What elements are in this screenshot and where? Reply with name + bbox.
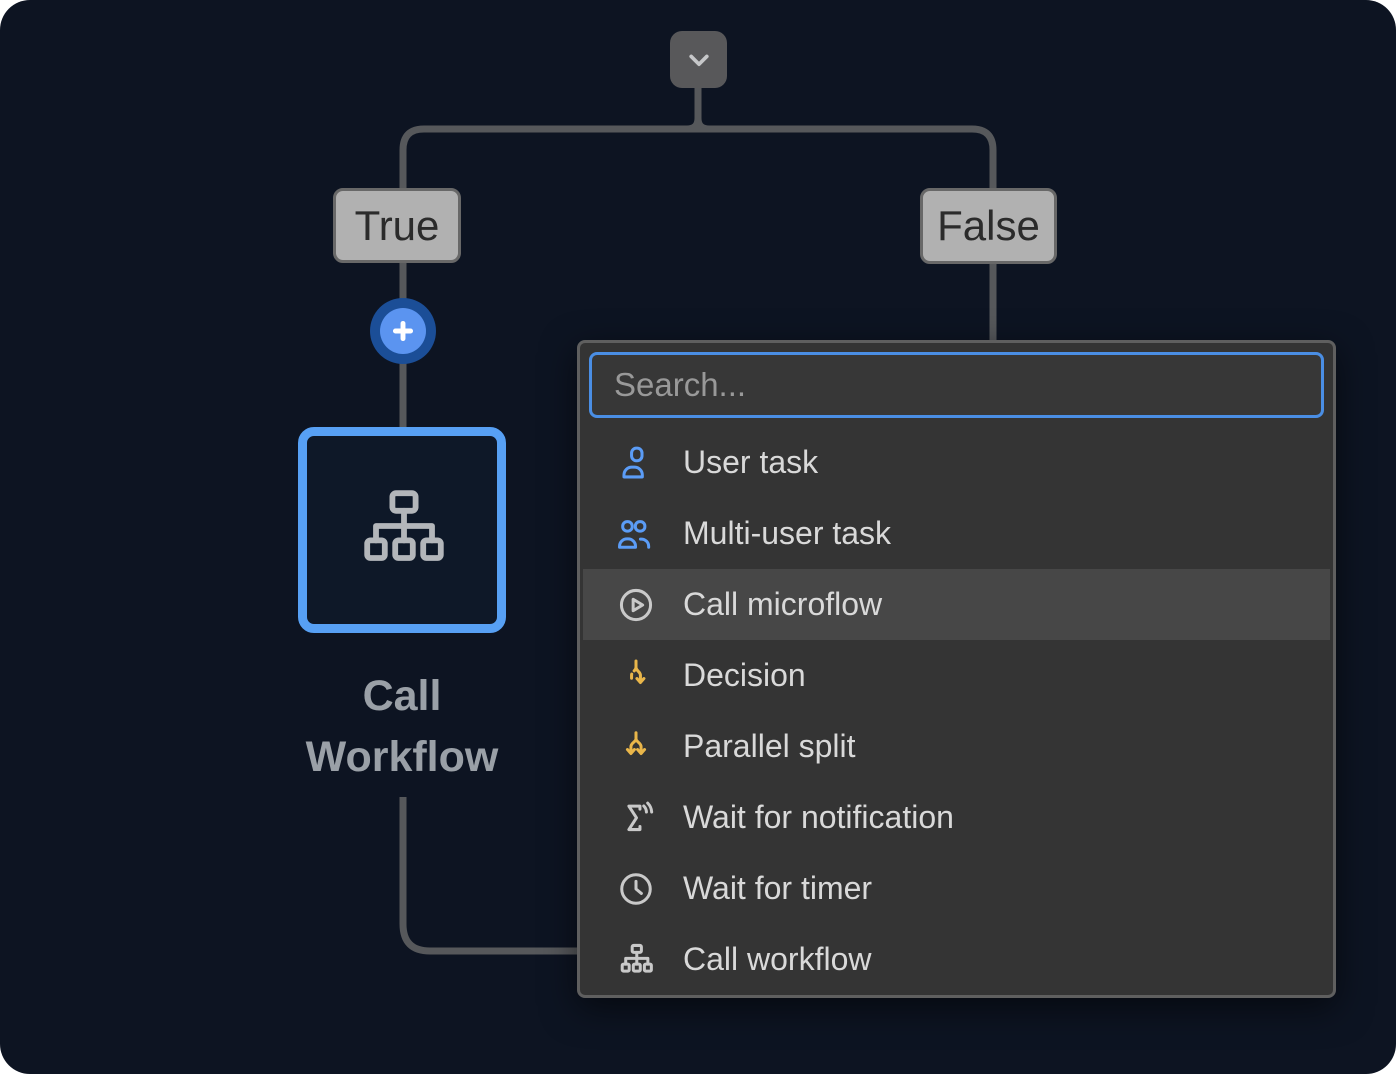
menu-item-label: Call workflow bbox=[683, 941, 872, 977]
node-caption-text: Call Workflow bbox=[305, 672, 499, 781]
menu-item-label: Wait for notification bbox=[683, 799, 954, 835]
menu-item-wait-for-timer[interactable]: Wait for timer bbox=[583, 853, 1330, 924]
insert-activity-button[interactable] bbox=[370, 298, 436, 364]
hourglass-notification-icon bbox=[617, 799, 655, 837]
chevron-down-icon bbox=[688, 54, 709, 66]
org-chart-icon bbox=[364, 490, 444, 561]
decision-node-button[interactable] bbox=[670, 31, 727, 88]
menu-item-label: Call microflow bbox=[683, 586, 883, 622]
multi-user-icon bbox=[617, 515, 655, 553]
clock-icon bbox=[617, 870, 655, 908]
plus-icon bbox=[392, 320, 414, 342]
branch-tee-line bbox=[399, 125, 997, 430]
menu-item-call-microflow[interactable]: Call microflow bbox=[583, 569, 1330, 640]
call-workflow-node[interactable] bbox=[298, 427, 506, 633]
menu-item-label: Wait for timer bbox=[683, 870, 873, 906]
decision-split-icon bbox=[617, 657, 655, 695]
menu-item-wait-for-notification[interactable]: Wait for notification bbox=[583, 782, 1330, 853]
menu-item-call-workflow[interactable]: Call workflow bbox=[583, 924, 1330, 995]
user-icon bbox=[617, 444, 655, 482]
search-input[interactable] bbox=[592, 355, 1321, 415]
node-outgoing-line bbox=[399, 797, 590, 955]
path-label-false[interactable]: False bbox=[920, 188, 1057, 264]
parallel-split-icon bbox=[617, 728, 655, 766]
menu-search-box bbox=[589, 352, 1324, 418]
org-chart-icon bbox=[617, 941, 655, 979]
menu-item-multi-user-task[interactable]: Multi-user task bbox=[583, 498, 1330, 569]
path-label-true[interactable]: True bbox=[333, 188, 461, 263]
true-label-text: True bbox=[354, 201, 440, 249]
node-caption: Call Workflow bbox=[252, 666, 552, 788]
menu-item-user-task[interactable]: User task bbox=[583, 427, 1330, 498]
insert-activity-menu: User task Multi-user task bbox=[577, 340, 1336, 998]
play-circle-icon bbox=[617, 586, 655, 624]
menu-item-label: Decision bbox=[683, 657, 806, 693]
menu-list: User task Multi-user task bbox=[583, 427, 1330, 995]
false-label-text: False bbox=[937, 202, 1040, 249]
menu-item-label: Multi-user task bbox=[683, 515, 892, 551]
menu-item-label: User task bbox=[683, 444, 819, 480]
menu-item-label: Parallel split bbox=[683, 728, 856, 764]
menu-item-parallel-split[interactable]: Parallel split bbox=[583, 711, 1330, 782]
menu-item-decision[interactable]: Decision bbox=[583, 640, 1330, 711]
plus-button-inner bbox=[380, 308, 426, 354]
